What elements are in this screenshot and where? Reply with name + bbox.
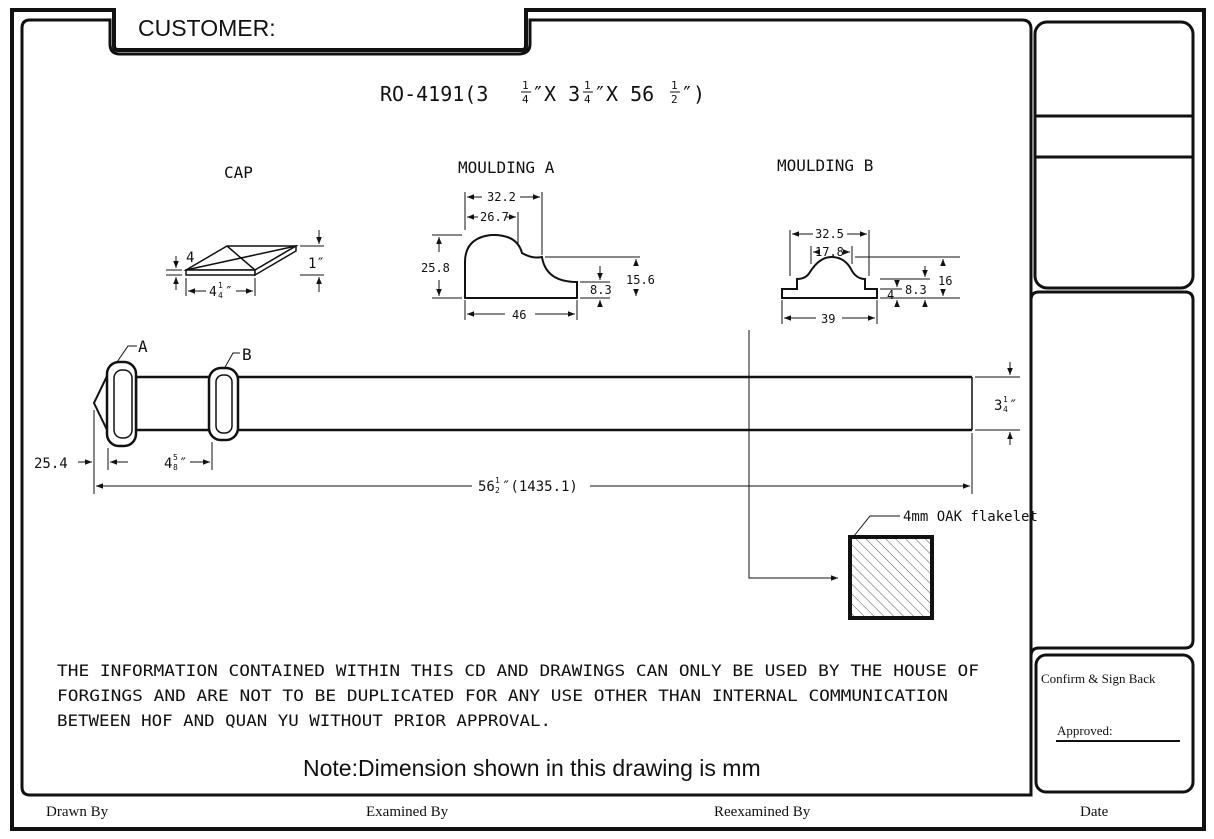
sheet-frame [10,8,1206,831]
frac-num-3: 1 [671,79,678,92]
cap-dim-edge: 4 [186,250,194,266]
frac-den-2: 4 [584,93,591,106]
post-callouts [78,330,1020,581]
section-label: 4mm OAK flakelet [903,509,1038,525]
moulding-b-dim-lip: 4 [887,288,894,302]
confirm-label: Confirm & Sign Back [1041,671,1156,686]
part-times-1: ″X 3 [532,82,580,106]
footer-drawn-by: Drawn By [46,804,109,820]
post-dim-diam-den: 4 [1003,405,1008,414]
footer-reexamined-by: Reexamined By [714,804,811,820]
moulding-a-dim-top: 32.2 [487,190,516,204]
part-close: ″) [681,82,705,106]
oak-section [848,535,934,620]
moulding-a-dim-width: 46 [512,308,526,322]
moulding-a-dim-step: 8.3 [590,283,612,297]
post-callout-b: B [242,345,252,364]
part-prefix: RO-4191(3 [380,82,488,106]
notice-line-3: BETWEEN HOF AND QUAN YU WITHOUT PRIOR AP… [57,711,551,730]
notice-line-2: FORGINGS AND ARE NOT TO BE DUPLICATED FO… [57,686,948,705]
post-dim-length-den: 2 [495,486,500,495]
cap-dim-width-den: 4 [218,291,223,300]
moulding-b-dim-top: 32.5 [815,227,844,241]
post-dim-tip: 25.4 [34,456,68,472]
moulding-b-label: MOULDING B [777,156,873,175]
post-dim-base-den: 8 [173,463,178,472]
moulding-a-dim-inner: 26.7 [480,210,509,224]
customer-label: CUSTOMER: [138,15,276,41]
moulding-a-profile [432,192,640,320]
post-dim-base-unit: ″ [179,456,187,472]
cap-dim-width-num: 1 [218,281,223,290]
cap-drawing [166,230,324,296]
part-title: RO-4191(3 1 4 ″X 3 1 4 ″X 56 1 2 ″) [380,79,705,106]
post-dim-length-int: 56 [478,479,495,495]
moulding-b-dim-width: 39 [821,312,835,326]
moulding-b-dim-height: 16 [938,274,952,288]
cap-dim-width-int: 4 [209,285,217,300]
footer-examined-by: Examined By [366,804,449,820]
cap-label: CAP [224,163,253,182]
moulding-a-dim-right: 15.6 [626,273,655,287]
cap-dim-width-unit: ″ [225,285,233,300]
approved-label: Approved: [1057,723,1113,738]
part-times-2: ″X 56 [594,82,654,106]
moulding-a-label: MOULDING A [458,158,555,177]
moulding-b-dim-step: 8.3 [905,283,927,297]
post-dim-length-num: 1 [495,476,500,485]
dimension-note: Note:Dimension shown in this drawing is … [303,755,761,781]
cap-dim-height: 1″ [308,256,325,272]
moulding-a-dim-height: 25.8 [421,261,450,275]
post-elevation [92,360,973,448]
post-dim-base-int: 4 [164,456,172,472]
post-dim-diam-num: 1 [1003,395,1008,404]
notice-line-1: THE INFORMATION CONTAINED WITHIN THIS CD… [57,661,979,680]
footer-date: Date [1080,804,1109,820]
frac-num-1: 1 [522,79,529,92]
frac-den-1: 4 [522,93,529,106]
post-callout-a: A [138,337,148,356]
post-dim-diam-unit: ″ [1009,398,1017,414]
moulding-b-profile [781,230,960,324]
frac-num-2: 1 [584,79,591,92]
post-dim-diam-int: 3 [994,398,1002,414]
post-dim-base-num: 5 [173,453,178,462]
frac-den-3: 2 [671,93,678,106]
post-dim-length-rest: ″(1435.1) [502,479,578,495]
moulding-b-dim-inner: 17.8 [815,245,844,259]
